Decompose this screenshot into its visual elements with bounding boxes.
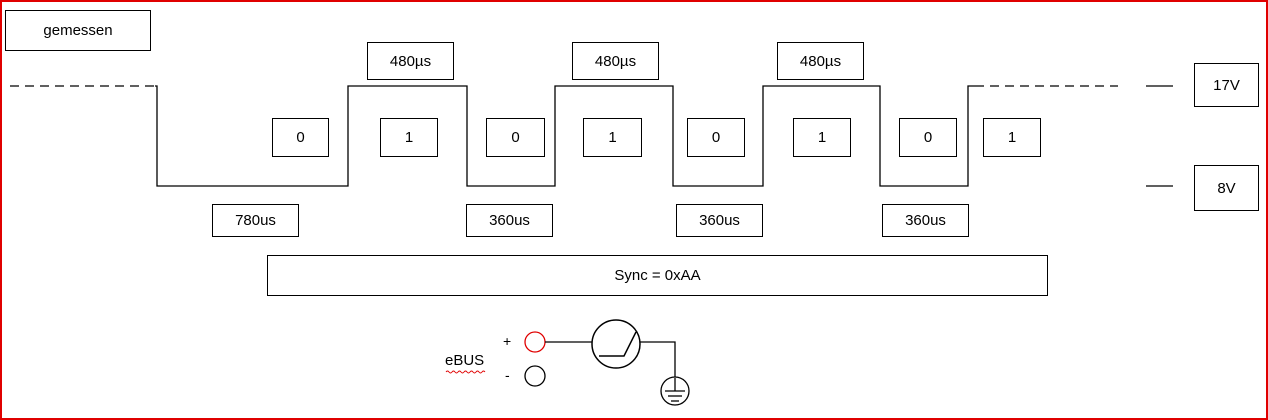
wire-meter-to-ground [640,341,676,378]
sync-label-box: Sync = 0xAA [267,255,1048,296]
bit-box: 0 [272,118,329,157]
high-duration-box-1: 480µs [367,42,454,80]
bit-box: 0 [687,118,745,157]
high-duration-box-2: 480µs [572,42,659,80]
low-duration-box-3: 360us [676,204,763,237]
plus-label: + [503,333,512,349]
bit-box: 1 [380,118,438,157]
bit-box: 1 [983,118,1041,157]
measured-label-box: gemessen [5,10,151,51]
voltage-low-box: 8V [1194,165,1259,211]
bit-box: 0 [486,118,545,157]
bit-box: 0 [899,118,957,157]
voltmeter-icon [591,319,641,369]
minus-label: - [505,367,510,383]
ebus-label: eBUS [445,352,485,369]
spellcheck-squiggle [445,370,486,374]
bit-box: 1 [583,118,642,157]
high-duration-box-3: 480µs [777,42,864,80]
voltage-high-box: 17V [1194,63,1259,107]
ground-icon [660,376,690,406]
bit-box: 1 [793,118,851,157]
low-duration-box-1: 780us [212,204,299,237]
low-duration-box-4: 360us [882,204,969,237]
low-duration-box-2: 360us [466,204,553,237]
minus-terminal [524,365,546,387]
square-wave [155,85,975,187]
plus-terminal [524,331,546,353]
